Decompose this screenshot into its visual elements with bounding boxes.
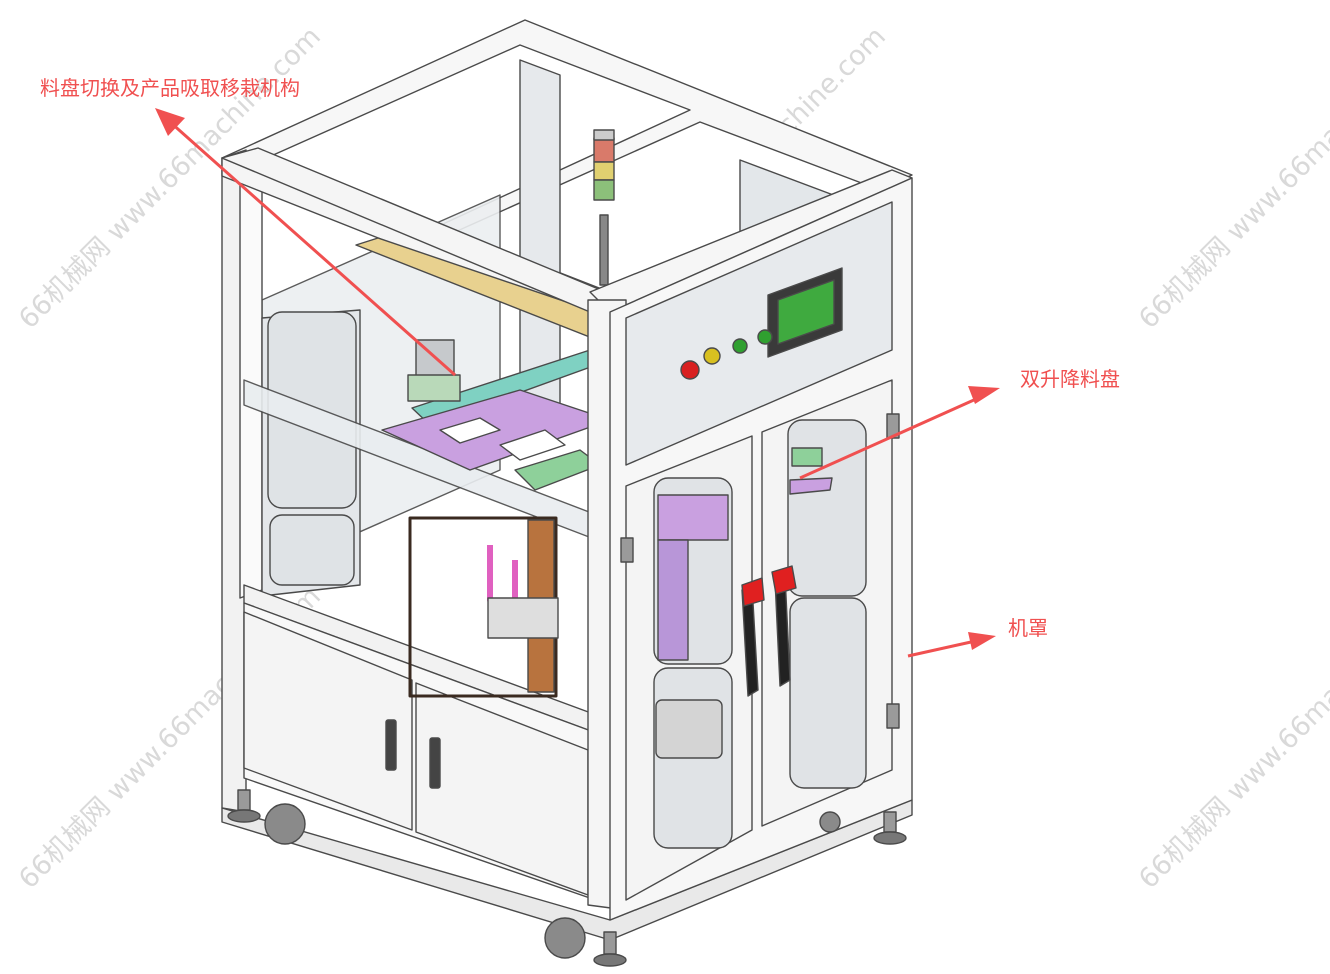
- cabinet-handle-right[interactable]: [429, 737, 441, 789]
- motor-cylinder-lower: [655, 699, 723, 759]
- lift-tray-right: [789, 477, 833, 495]
- door-handle-left-grip[interactable]: [741, 577, 765, 607]
- caster-wheel: [544, 917, 586, 959]
- signal-tower-top: [593, 129, 615, 141]
- left-window-lower: [269, 514, 355, 586]
- tray-pocket-2: [499, 429, 566, 461]
- button-yellow[interactable]: [703, 347, 721, 365]
- arrow-dual-lift-head: [968, 386, 1000, 404]
- signal-tower-pole: [599, 214, 609, 286]
- arrow-cover-head: [968, 632, 996, 650]
- left-mid-post: [239, 151, 263, 599]
- signal-light-red: [593, 137, 615, 163]
- annotation-arrows: [155, 108, 1000, 658]
- leveling-foot-pad: [873, 831, 907, 845]
- leveling-foot-pad: [593, 953, 627, 967]
- arrow-cover-line: [907, 638, 981, 658]
- door-window-right-lower: [789, 597, 867, 789]
- label-dual-lift-tray: 双升降料盘: [1020, 367, 1120, 391]
- lift-column-left: [657, 539, 689, 661]
- lift-green-block: [791, 447, 823, 467]
- hinge: [886, 413, 900, 439]
- signal-light-green: [593, 179, 615, 201]
- motor-base: [407, 374, 461, 402]
- hinge: [620, 537, 634, 563]
- tray-pocket-1: [439, 417, 501, 444]
- button-green-1[interactable]: [732, 338, 748, 354]
- cylinder-part: [487, 597, 559, 639]
- hmi-screen: [777, 279, 835, 345]
- watermark-text: 66机械网 www.66machine.com: [1133, 21, 1330, 335]
- leveling-foot: [237, 789, 251, 811]
- cabinet-door-left: [243, 611, 413, 831]
- door-handle-right-grip[interactable]: [771, 565, 797, 595]
- caster-wheel: [819, 811, 841, 833]
- button-green-2[interactable]: [757, 329, 773, 345]
- cabinet-handle-left[interactable]: [385, 719, 397, 771]
- button-red[interactable]: [680, 360, 700, 380]
- machine-frame: [221, 19, 913, 967]
- caster-wheel: [264, 803, 306, 845]
- door-window-right-upper: [787, 419, 867, 597]
- arrow-tray-switch-head: [155, 108, 185, 136]
- hinge: [886, 703, 900, 729]
- lift-tray-left: [657, 494, 729, 541]
- label-cover: 机罩: [1008, 616, 1048, 640]
- leveling-foot: [883, 811, 897, 833]
- arrow-dual-lift-line: [799, 393, 986, 480]
- leveling-foot: [603, 931, 617, 955]
- watermark-text: 66机械网 www.66machine.com: [1133, 581, 1330, 895]
- arrow-tray-switch-line: [169, 120, 456, 377]
- label-tray-switch-transfer: 料盘切换及产品吸取移栽机构: [40, 76, 300, 100]
- signal-light-yellow: [593, 161, 615, 181]
- leveling-foot-pad: [227, 809, 261, 823]
